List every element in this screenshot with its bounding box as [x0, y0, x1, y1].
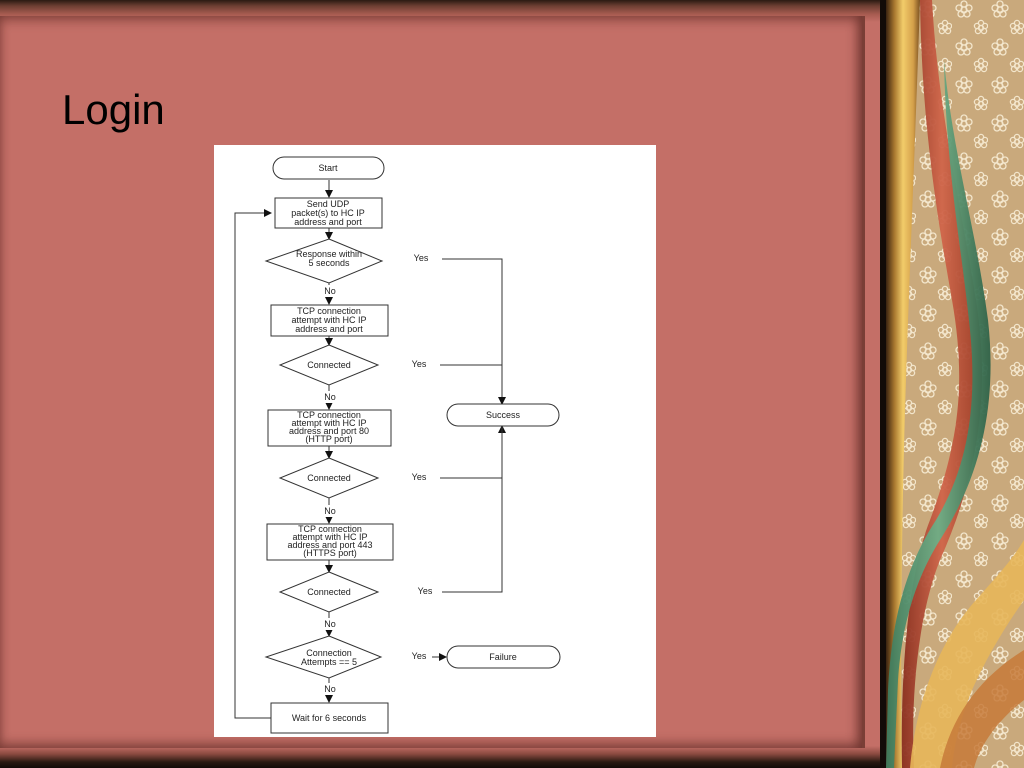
- node-attempts: [264, 635, 383, 679]
- node-wait: [270, 702, 389, 734]
- edge-wait-loop: [234, 209, 272, 719]
- edge-connected3-success: [442, 426, 503, 593]
- node-failure-label: Failure: [489, 652, 517, 662]
- node-udp-label-1: Send UDP: [307, 199, 350, 209]
- edge-connected2-success: [440, 425, 506, 479]
- node-tcp2: [267, 409, 392, 447]
- node-tcp3-label-4: (HTTPS port): [303, 548, 357, 558]
- edge-label-yes-3: Yes: [412, 472, 427, 482]
- slide-frame: Login: [0, 0, 880, 768]
- edge-label-no-1: No: [324, 286, 336, 296]
- node-success: [446, 403, 560, 427]
- node-tcp3: [266, 523, 394, 561]
- node-connected3-label: Connected: [307, 587, 351, 597]
- node-failure: [446, 645, 561, 669]
- node-start-label: Start: [318, 163, 338, 173]
- edge-label-yes-4: Yes: [418, 586, 433, 596]
- node-udp-label-3: address and port: [294, 217, 362, 227]
- node-tcp2-label-3: address and port 80: [289, 426, 369, 436]
- node-tcp1-label-1: TCP connection: [297, 306, 361, 316]
- edge-label-no-4: No: [324, 619, 336, 629]
- edge-label-no-5: No: [324, 684, 336, 694]
- node-tcp3-label-1: TCP connection: [298, 524, 362, 534]
- node-tcp3-label-3: address and port 443: [287, 540, 372, 550]
- node-tcp1-label-2: attempt with HC IP: [291, 315, 366, 325]
- edge-label-yes-1: Yes: [414, 253, 429, 263]
- node-response: [264, 238, 384, 284]
- node-response-label-1: Response within: [296, 249, 362, 259]
- node-connected1-label: Connected: [307, 360, 351, 370]
- node-response-label-2: 5 seconds: [308, 258, 350, 268]
- node-tcp1: [270, 304, 389, 337]
- slide-title: Login: [62, 86, 165, 133]
- node-connected2: [278, 457, 380, 499]
- edge-response-success: [442, 258, 506, 405]
- node-tcp1-label-3: address and port: [295, 324, 363, 334]
- edge-label-no-3: No: [324, 506, 336, 516]
- node-connected1: [278, 344, 380, 386]
- decorative-side-panel: [880, 0, 1024, 768]
- node-attempts-label-2: Attempts == 5: [301, 657, 357, 667]
- node-success-label: Success: [486, 410, 521, 420]
- login-flowchart: Start Send UDP packet(s) to HC IP addres…: [214, 145, 656, 737]
- node-connected3: [278, 571, 380, 613]
- node-tcp2-label-4: (HTTP port): [305, 434, 352, 444]
- edge-label-no-2: No: [324, 392, 336, 402]
- node-start: [272, 156, 385, 180]
- node-udp: [274, 197, 383, 229]
- node-wait-label: Wait for 6 seconds: [292, 713, 367, 723]
- node-tcp2-label-2: attempt with HC IP: [291, 418, 366, 428]
- node-tcp3-label-2: attempt with HC IP: [292, 532, 367, 542]
- node-tcp2-label-1: TCP connection: [297, 410, 361, 420]
- node-attempts-label-1: Connection: [306, 648, 352, 658]
- edge-label-yes-5: Yes: [412, 651, 427, 661]
- edge-label-yes-2: Yes: [412, 359, 427, 369]
- node-udp-label-2: packet(s) to HC IP: [291, 208, 365, 218]
- node-connected2-label: Connected: [307, 473, 351, 483]
